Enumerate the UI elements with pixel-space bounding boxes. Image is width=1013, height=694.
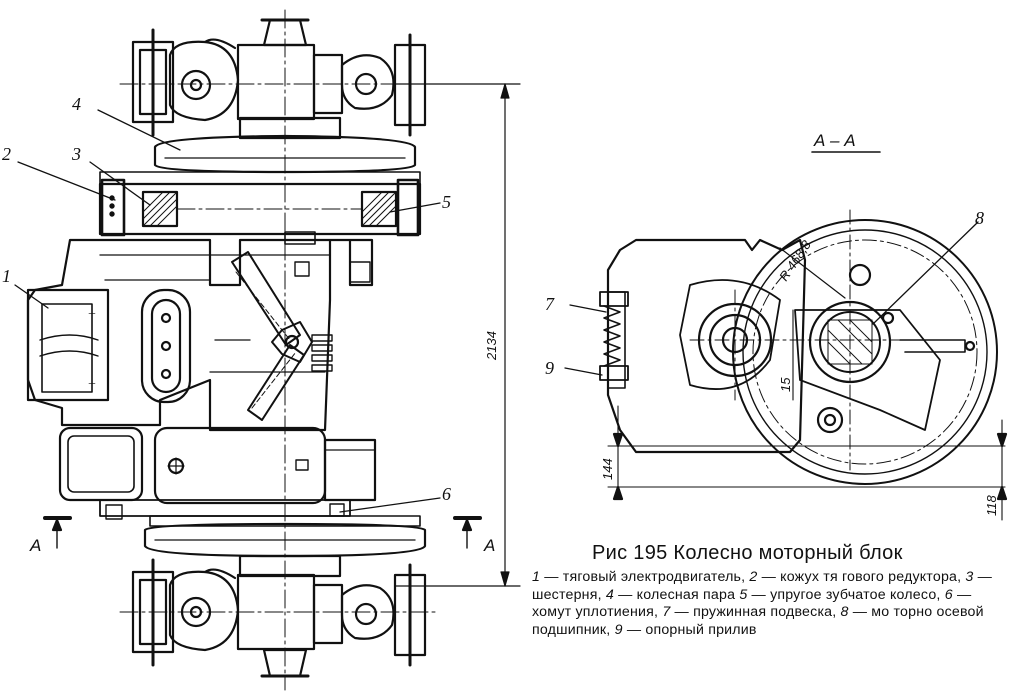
caption-item-number: 8 [840, 604, 849, 620]
callout-2: 2 [2, 144, 11, 164]
svg-text:+: + [88, 307, 96, 322]
caption-item-text: — пружинная подвеска, [670, 604, 841, 620]
caption-item-text: — тяговый электродвигатель, [540, 569, 750, 585]
caption-item-number: 9 [614, 621, 623, 638]
caption-item-text: — упругое зубчатое колесо, [747, 586, 945, 603]
callout-3: 3 [71, 144, 81, 164]
section-title: А – А [813, 131, 856, 150]
figure-caption: Рис 195 Колесно моторный блок 1 — тяговы… [532, 542, 1010, 639]
caption-item-text: — колесная пара [613, 586, 740, 603]
caption-legend: 1 — тяговый электродвигатель, 2 — кожух … [532, 569, 1010, 639]
section-mark-left: A [29, 536, 41, 555]
caption-item-text: — опорный прилив [622, 621, 757, 638]
bottom-wheel [143, 515, 427, 558]
section-labels: А – А 7 9 8 R 468,8 15 144 118 [545, 131, 999, 516]
caption-title: Рис 195 Колесно моторный блок [592, 542, 903, 564]
plan-labels: 1 2 3 4 5 6 2134 A A [2, 94, 499, 555]
caption-item-number: 3 [965, 569, 974, 585]
dimension-118: 118 [984, 495, 999, 516]
callout-1: 1 [2, 266, 11, 286]
plan-view: + + [14, 9, 521, 691]
section-view [564, 151, 1008, 521]
dimension-2134: 2134 [484, 331, 499, 361]
section-mark-right: A [483, 536, 495, 555]
caption-item-number: 4 [605, 586, 614, 603]
callout-7: 7 [545, 294, 555, 314]
caption-item-text: — мо торно осевой подшипник, [532, 604, 984, 638]
caption-item-text: — хомут уплотиения, [532, 586, 972, 621]
callout-9: 9 [545, 358, 554, 378]
caption-item-number: 7 [662, 604, 671, 620]
callout-6: 6 [442, 484, 451, 504]
length-dimension [394, 83, 521, 587]
caption-item-number: 2 [749, 569, 758, 585]
caption-item-text: — кожух тя гового редуктора, [757, 569, 966, 585]
caption-item-number: 6 [944, 586, 953, 603]
callout-4: 4 [72, 94, 81, 114]
caption-item-text: — шестерня, [532, 569, 993, 603]
callout-5: 5 [442, 192, 451, 212]
caption-item-number: 1 [532, 569, 541, 585]
dimension-15: 15 [778, 377, 793, 392]
dimension-144: 144 [600, 458, 615, 480]
section-cut-marks [43, 516, 482, 549]
traction-motor-frame: + + [26, 231, 377, 520]
svg-text:+: + [88, 377, 96, 392]
gear-case [98, 178, 422, 237]
callout-8: 8 [975, 208, 984, 228]
top-wheel [99, 134, 421, 185]
radius-label: R 468,8 [776, 237, 814, 284]
bottom-axle-box-assembly [119, 554, 436, 678]
caption-item-number: 5 [739, 586, 748, 603]
top-axle-box-assembly [119, 9, 436, 691]
plan-leader-lines [14, 109, 441, 513]
